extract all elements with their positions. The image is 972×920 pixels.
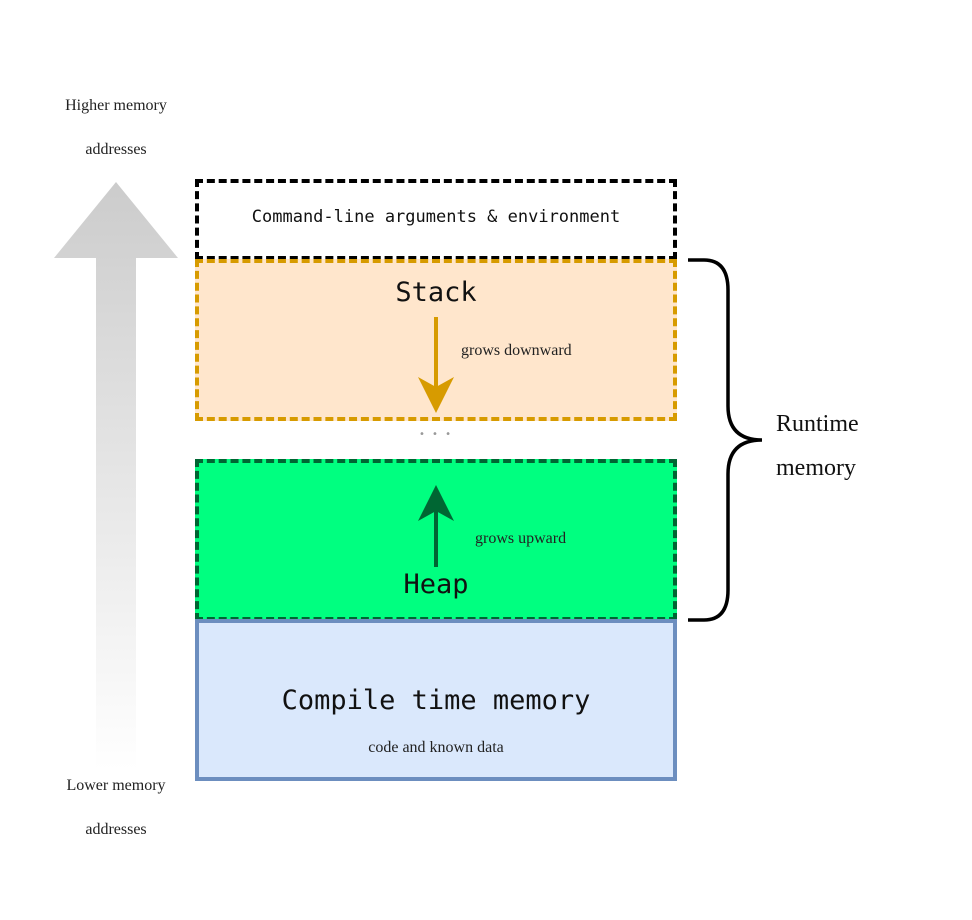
address-direction-arrow-icon <box>54 182 178 770</box>
heap-growth-note: grows upward <box>475 530 567 547</box>
gap-ellipsis: • • • <box>418 429 454 440</box>
runtime-memory-line1: Runtime <box>776 411 859 437</box>
stack-title: Stack <box>395 277 477 308</box>
runtime-memory-label: Runtime memory <box>776 402 859 490</box>
stack-growth-note: grows downward <box>461 342 572 359</box>
higher-addresses-label: Higher memory addresses <box>46 84 186 172</box>
higher-addresses-line1: Higher memory <box>65 97 167 114</box>
up-arrow-icon <box>418 485 454 567</box>
down-arrow-icon <box>418 317 454 413</box>
heap-title: Heap <box>403 569 469 600</box>
lower-addresses-line1: Lower memory <box>66 777 166 794</box>
higher-addresses-line2: addresses <box>85 141 147 158</box>
compile-time-region: Compile time memory code and known data <box>195 619 677 781</box>
lower-addresses-line2: addresses <box>85 821 147 838</box>
runtime-memory-line2: memory <box>776 455 856 481</box>
stack-region: Stack grows downward <box>195 259 677 421</box>
right-curly-brace-icon <box>688 258 763 622</box>
cmdline-env-region: Command-line arguments & environment <box>195 179 677 260</box>
heap-region: grows upward Heap <box>195 459 677 621</box>
compile-time-note: code and known data <box>368 739 504 756</box>
compile-time-title: Compile time memory <box>281 685 591 716</box>
cmdline-env-title: Command-line arguments & environment <box>251 207 621 227</box>
lower-addresses-label: Lower memory addresses <box>46 764 186 852</box>
